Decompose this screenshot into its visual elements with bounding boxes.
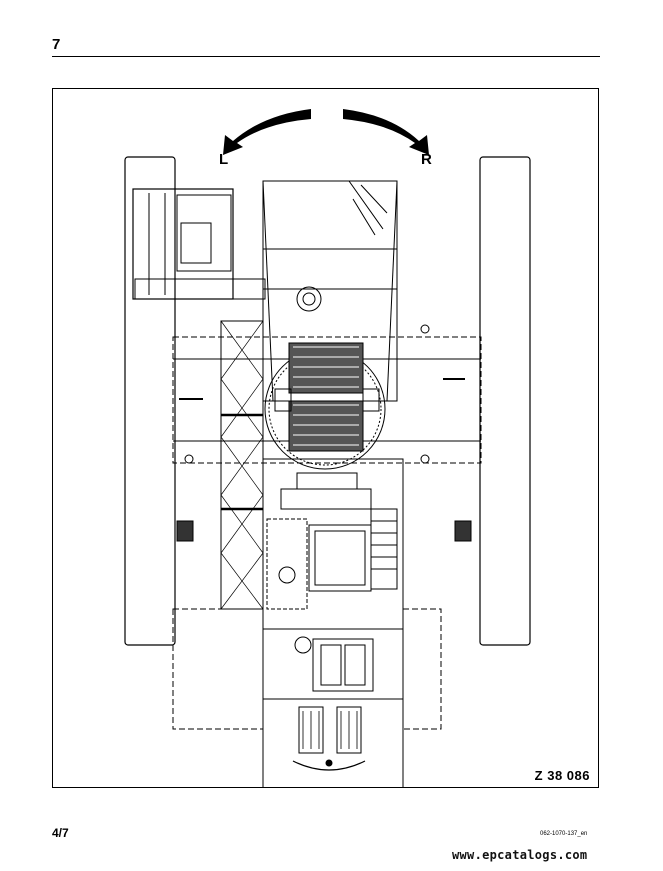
page-reference: 4/7 xyxy=(52,826,69,840)
watermark-link[interactable]: www.epcatalogs.com xyxy=(452,848,588,862)
right-track xyxy=(479,156,531,646)
winch-upper xyxy=(288,342,364,394)
rotation-left-label: L xyxy=(219,151,229,168)
counterweight xyxy=(172,608,264,730)
rotate-left-arrow xyxy=(223,109,311,155)
ladder xyxy=(220,320,264,610)
cabin xyxy=(132,188,234,300)
crane-superstructure-drawing xyxy=(124,109,531,787)
figure-frame: L R Z 38 086 xyxy=(52,88,599,788)
winch-lower xyxy=(288,400,364,452)
rear-guard-right xyxy=(336,706,362,754)
figure-code: Z 38 086 xyxy=(534,768,590,783)
rotate-right-arrow xyxy=(343,109,429,155)
cross-frame xyxy=(172,336,482,464)
section-page-number: 7 xyxy=(52,36,61,53)
document-code: 062-1070-137_en xyxy=(540,831,588,837)
left-track xyxy=(124,156,176,646)
upper-chassis xyxy=(262,458,404,787)
header-rule xyxy=(52,56,600,57)
rear-guard-left xyxy=(298,706,324,754)
rotation-right-label: R xyxy=(421,151,432,168)
